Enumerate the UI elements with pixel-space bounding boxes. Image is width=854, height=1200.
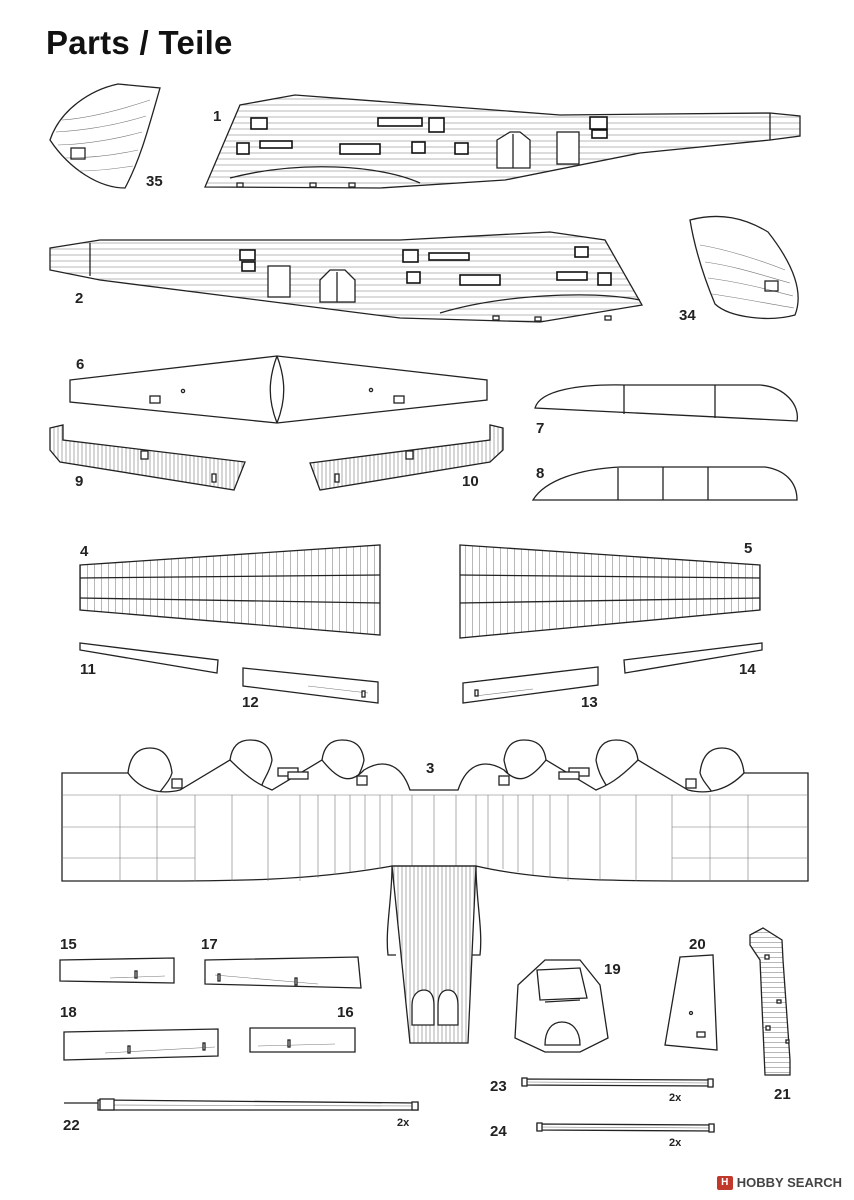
label-24: 24 [490,1123,507,1140]
part-14-strip [623,642,763,674]
label-23: 23 [490,1078,507,1095]
label-14: 14 [739,661,756,678]
label-20: 20 [689,936,706,953]
qty-22: 2x [397,1117,410,1129]
label-22: 22 [63,1117,80,1134]
label-4: 4 [80,543,89,560]
label-19: 19 [604,961,621,978]
part-12-strip [242,667,379,704]
watermark-text: HOBBY SEARCH [736,1175,842,1190]
part-16-panel [249,1027,356,1053]
label-13: 13 [581,694,598,711]
part-18-panel [63,1028,219,1061]
watermark: H HOBBY SEARCH [716,1175,842,1190]
label-35: 35 [146,173,163,190]
part-5-wing [459,544,761,639]
part-7-panel [534,384,798,422]
label-5: 5 [744,540,752,557]
part-35-rudder [49,83,161,189]
part-1-fuselage-half [204,94,801,189]
label-1: 1 [213,108,221,125]
label-8: 8 [536,465,544,482]
label-7: 7 [536,420,544,437]
part-15-panel [59,957,175,984]
part-11-strip [79,642,219,674]
label-21: 21 [774,1086,791,1103]
part-10-elevator [309,424,504,491]
part-22-strut [64,1098,419,1111]
label-10: 10 [462,473,479,490]
label-12: 12 [242,694,259,711]
part-34-rudder [689,215,799,320]
part-24-rod [536,1122,715,1133]
label-16: 16 [337,1004,354,1021]
page-title: Parts / Teile [46,24,233,61]
label-6: 6 [76,356,84,373]
label-9: 9 [75,473,83,490]
label-17: 17 [201,936,218,953]
part-2-fuselage-half [49,231,644,323]
part-3-main-wing [61,739,809,882]
qty-24: 2x [669,1137,682,1149]
part-6-stabilizer [69,355,488,424]
part-8-panel [531,466,798,501]
label-18: 18 [60,1004,77,1021]
part-3-rear-fuselage [386,865,482,1044]
qty-23: 2x [669,1092,682,1104]
part-4-wing [79,544,381,636]
hobby-search-logo-icon: H [716,1175,733,1190]
part-19-cockpit [514,959,609,1053]
label-11: 11 [80,661,96,678]
label-3: 3 [426,760,434,777]
label-2: 2 [75,290,83,307]
part-20-fin [664,954,718,1051]
part-13-strip [462,666,599,704]
part-17-panel [204,956,362,989]
label-34: 34 [679,307,696,324]
part-3-panel-lines [62,794,808,881]
part-23-rod [521,1077,714,1088]
label-15: 15 [60,936,77,953]
part-21-tall-fin [749,927,791,1076]
